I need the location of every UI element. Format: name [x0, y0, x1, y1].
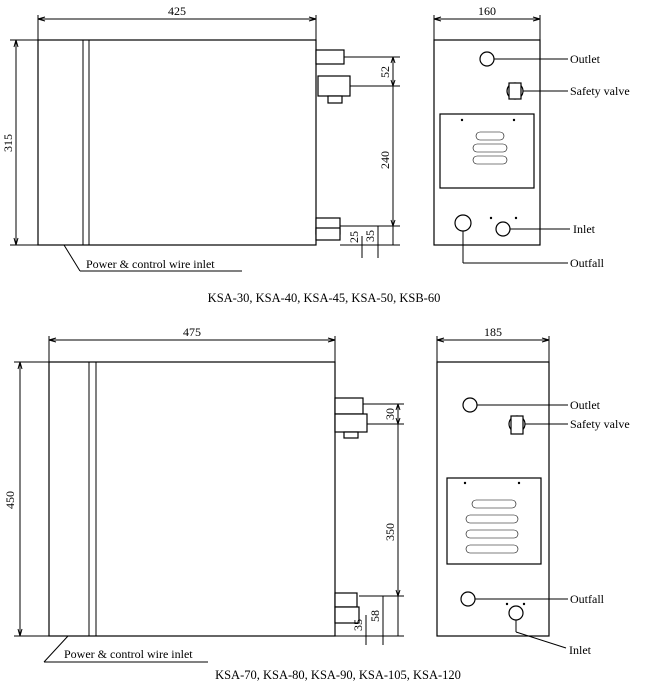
top-lower-pipe — [315, 217, 341, 241]
top-side-view: 425 315 — [1, 4, 400, 272]
bottom-figure: 475 450 — [3, 325, 630, 682]
bottom-dim-lower-a: 35 — [351, 619, 365, 631]
bottom-right-dimensions: 30 350 35 58 — [335, 403, 404, 645]
bottom-dim-upper: 30 — [383, 408, 397, 420]
top-dim-lower-b: 35 — [363, 230, 377, 242]
top-dim-upper: 52 — [378, 66, 392, 78]
bottom-inlet-label: Inlet — [569, 643, 592, 657]
top-wire-inlet-callout: Power & control wire inlet — [63, 244, 242, 272]
top-front-view: 160 Outlet Safety valve Inlet — [433, 4, 630, 270]
bottom-front-width-label: 185 — [484, 325, 502, 339]
bottom-height-label: 450 — [3, 491, 17, 509]
top-height-dimension: 315 — [1, 39, 38, 246]
top-inlet-label: Inlet — [573, 222, 596, 236]
bottom-vent-panel — [446, 477, 542, 565]
top-vent-slots — [472, 131, 508, 165]
top-outlet-port — [479, 51, 495, 67]
bottom-outlet-label: Outlet — [570, 398, 601, 412]
top-dim-middle: 240 — [378, 151, 392, 169]
top-outfall-port — [454, 214, 472, 232]
top-safety-valve-label: Safety valve — [570, 84, 630, 98]
top-right-dimensions: 52 240 25 35 — [340, 56, 400, 258]
top-width-label: 425 — [168, 4, 186, 18]
bottom-wire-inlet-label: Power & control wire inlet — [64, 647, 193, 661]
bottom-front-view: 185 Outlet Safety valve Out — [436, 325, 630, 657]
bottom-boiler-body — [48, 361, 336, 637]
bottom-outfall-label: Outfall — [570, 592, 605, 606]
bottom-wire-inlet-callout: Power & control wire inlet — [43, 635, 208, 663]
top-dim-lower-a: 25 — [347, 231, 361, 243]
top-boiler-body — [37, 39, 317, 246]
top-outfall-label: Outfall — [570, 256, 605, 270]
bottom-front-width-dimension: 185 — [436, 325, 550, 362]
top-front-width-label: 160 — [478, 4, 496, 18]
bottom-lower-pipe — [334, 592, 360, 624]
bottom-outlet-port — [462, 397, 478, 413]
bottom-safety-valve-label: Safety valve — [570, 417, 630, 431]
top-vent-panel — [439, 113, 535, 189]
top-model-caption: KSA-30, KSA-40, KSA-45, KSA-50, KSB-60 — [208, 291, 441, 305]
bottom-height-dimension: 450 — [3, 361, 49, 637]
top-outlet-label: Outlet — [570, 52, 601, 66]
bottom-width-dimension: 475 — [48, 325, 336, 362]
bottom-outfall-port — [460, 591, 476, 607]
top-upper-pipe — [315, 49, 351, 104]
top-front-width-dimension: 160 — [433, 4, 541, 40]
bottom-model-caption: KSA-70, KSA-80, KSA-90, KSA-105, KSA-120 — [215, 668, 461, 682]
bottom-inlet-port — [508, 605, 524, 621]
top-wire-inlet-label: Power & control wire inlet — [86, 257, 215, 271]
top-inlet-port — [495, 221, 511, 237]
top-figure: 425 315 — [1, 4, 630, 305]
bottom-width-label: 475 — [183, 325, 201, 339]
bottom-vent-slots — [465, 499, 519, 554]
bottom-side-view: 475 450 — [3, 325, 404, 663]
bottom-dim-lower-b: 58 — [368, 610, 382, 622]
top-width-dimension: 425 — [37, 4, 317, 40]
bottom-upper-pipe — [334, 397, 368, 439]
bottom-dim-middle: 350 — [383, 523, 397, 541]
top-height-label: 315 — [1, 134, 15, 152]
